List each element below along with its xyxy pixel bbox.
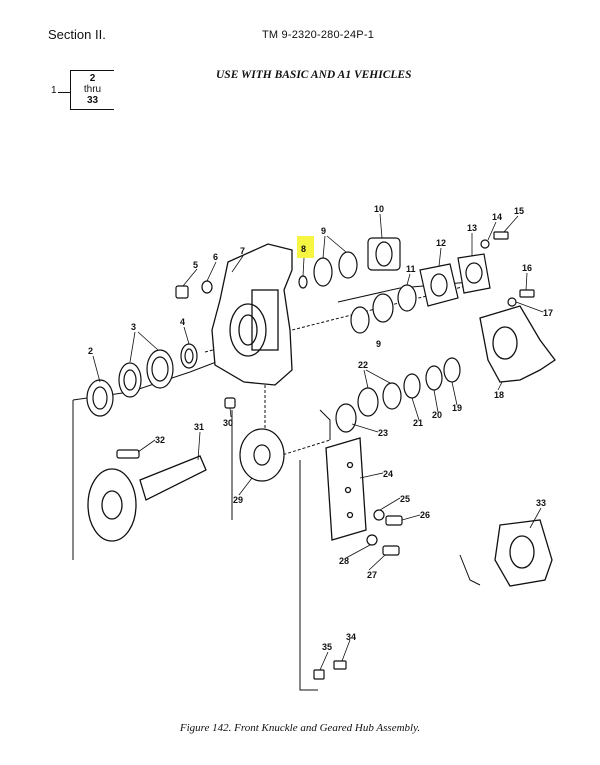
part-9-bearing-upper [313, 251, 358, 287]
callout-28: 28 [339, 556, 349, 566]
callout-14: 14 [492, 212, 502, 222]
axis-line-hub [249, 439, 331, 466]
callout-29: 29 [233, 495, 243, 505]
callout-20: 20 [432, 410, 442, 420]
callout-19: 19 [452, 403, 462, 413]
part-20-bearing [425, 365, 443, 391]
callout-labels: 2 3 4 5 6 7 8 9 9 10 11 12 13 14 15 16 1… [88, 204, 553, 652]
exploded-boundary-right-low [319, 409, 331, 440]
part-16-bolt [519, 289, 535, 298]
callout-2: 2 [88, 346, 93, 356]
part-6-washer [201, 280, 213, 294]
part-10-gear [367, 237, 401, 271]
part-5-fitting [175, 285, 189, 299]
part-19-seal [443, 357, 461, 383]
part-9-bearing-lower [350, 293, 394, 334]
part-24-plate [325, 437, 367, 541]
callout-18: 18 [494, 390, 504, 400]
callout-25: 25 [400, 494, 410, 504]
applicability-note: USE WITH BASIC AND A1 VEHICLES [216, 69, 412, 81]
part-7-knuckle [211, 243, 293, 386]
callout-24: 24 [383, 469, 393, 479]
part-21-ring [403, 373, 421, 399]
callout-9-upper: 9 [321, 226, 326, 236]
callout-34: 34 [346, 632, 356, 642]
figure-caption: Figure 142. Front Knuckle and Geared Hub… [179, 722, 421, 734]
exploded-boundary-br [459, 554, 481, 586]
callout-8: 8 [301, 244, 306, 254]
callout-11: 11 [406, 264, 416, 274]
part-18-housing [479, 305, 556, 383]
callout-8-highlight [297, 236, 314, 258]
part-25-washer [373, 509, 385, 521]
part-3-bearing [118, 349, 174, 398]
callout-15: 15 [514, 206, 524, 216]
callout-7: 7 [240, 246, 245, 256]
part-35-nut [313, 669, 325, 680]
part-26-bolt [385, 515, 403, 526]
kit-lead-number: 1 [51, 85, 57, 96]
callout-21: 21 [413, 418, 423, 428]
callout-9-lower: 9 [376, 339, 381, 349]
callout-26: 26 [420, 510, 430, 520]
part-29-gear [239, 428, 285, 482]
callout-4: 4 [180, 317, 185, 327]
part-2-seal [86, 379, 114, 417]
kit-range-box: 2 thru 33 [70, 70, 114, 110]
part-23-seal [335, 403, 357, 433]
part-31-hub-shaft [87, 455, 207, 542]
part-30-fitting [224, 397, 236, 409]
callout-33: 33 [536, 498, 546, 508]
part-4-ring [180, 343, 198, 369]
part-34-bolt [333, 660, 347, 670]
callout-23: 23 [378, 428, 388, 438]
leader-lines [92, 213, 544, 671]
part-28-washer [366, 534, 378, 546]
part-17-washer [507, 297, 517, 307]
callout-3: 3 [131, 322, 136, 332]
callout-10: 10 [374, 204, 384, 214]
part-12-plate [419, 263, 459, 307]
callout-30: 30 [223, 418, 233, 428]
callout-12: 12 [436, 238, 446, 248]
exploded-boundary-bottom [299, 460, 318, 691]
callout-27: 27 [367, 570, 377, 580]
kit-range-word: thru [83, 84, 102, 95]
part-15-bolt [493, 231, 509, 240]
callout-35: 35 [322, 642, 332, 652]
callout-16: 16 [522, 263, 532, 273]
callout-32: 32 [155, 435, 165, 445]
callout-5: 5 [193, 260, 198, 270]
kit-range-start: 2 [89, 73, 96, 84]
part-8-bushing [298, 275, 308, 289]
part-13-cap [457, 253, 491, 294]
part-27-bolt [382, 545, 400, 556]
part-11-ring [397, 284, 417, 312]
part-32-stud [116, 449, 140, 459]
part-14-washer [480, 239, 490, 249]
kit-lead-line [58, 92, 70, 93]
part-22-bearing [357, 382, 402, 417]
callout-22: 22 [358, 360, 368, 370]
tm-number: TM 9-2320-280-24P-1 [262, 29, 375, 41]
callout-17: 17 [543, 308, 553, 318]
callout-13: 13 [467, 223, 477, 233]
part-33-housing [494, 519, 553, 587]
section-label: Section II. [48, 27, 106, 42]
callout-31: 31 [194, 422, 204, 432]
kit-range-end: 33 [86, 95, 99, 106]
callout-6: 6 [213, 252, 218, 262]
